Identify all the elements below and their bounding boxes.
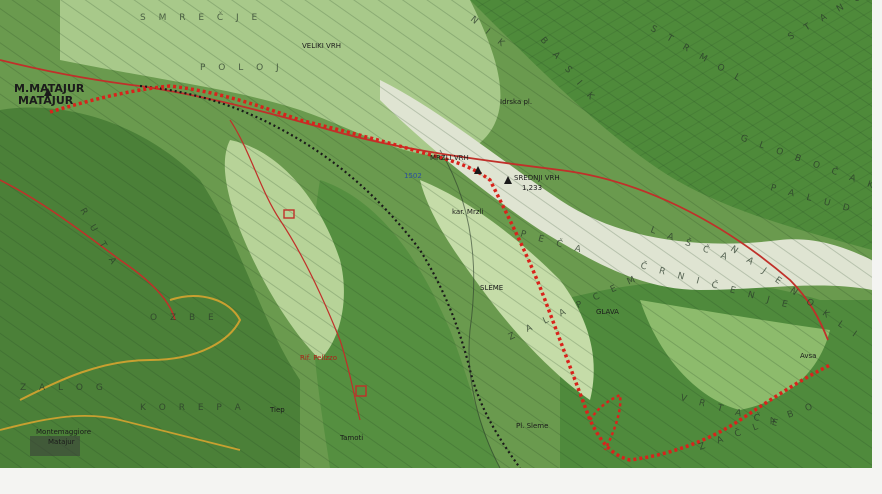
label-glava: GLAVA [596,308,619,316]
label-montemaggiore: Montemaggiore [36,428,91,436]
area-poloj: P O L O J [200,63,284,73]
road-center [229,119,361,421]
label-srednji-elev: 1,233 [522,184,542,192]
label-sleme: SLEME [480,284,503,292]
hiking-branch [588,393,622,451]
summit-marker-srednji [504,176,512,184]
area-ozbe: O Z B E [150,313,219,323]
national-border [139,84,521,468]
road-serpentine [19,295,242,401]
town-icon [30,436,80,456]
hut-icon-2 [355,385,367,397]
road-north [0,59,829,341]
label-idrska-pl: Idrska pl. [500,98,532,106]
summit-marker-mrzli [474,166,482,174]
label-montemaggiore-2: Matajur [48,438,75,446]
label-avsa: Avsa [800,352,816,360]
hut-icon [283,209,295,219]
road-south [0,415,241,451]
label-pl-sleme: Pl. Sleme [516,422,548,430]
area-zalog: Z A L O G [20,383,108,393]
hiking-route [49,84,831,462]
label-srednji-vrh: SREDNJI VRH [514,174,560,182]
summit-marker [44,88,52,96]
label-matajur: MATAJUR [18,94,74,107]
road-west [0,179,176,321]
label-tamoti: Tamoti [339,434,363,442]
label-mrzli-vrh: MRZLI VRH [430,154,469,162]
label-pozu: Rif. Pelizzo [300,354,337,362]
label-mrzli-code: 1502 [404,172,422,180]
contour-ne [470,0,872,250]
label-tiep: Tiep [269,406,285,414]
area-smrecje: S M R E Č J E [140,11,262,23]
label-m-matajur: M.MATAJUR [14,82,85,95]
label-kar-mrzli: kar. Mrzli [452,208,483,216]
area-korepa: K O R E P A [140,403,246,413]
stream-1 [439,149,501,468]
map-canvas[interactable]: M.MATAJUR MATAJUR Montemaggiore Matajur … [0,0,872,468]
topographic-map[interactable]: M.MATAJUR MATAJUR Montemaggiore Matajur … [0,0,872,468]
label-veliki-vrh: VELIKI VRH [302,42,341,50]
